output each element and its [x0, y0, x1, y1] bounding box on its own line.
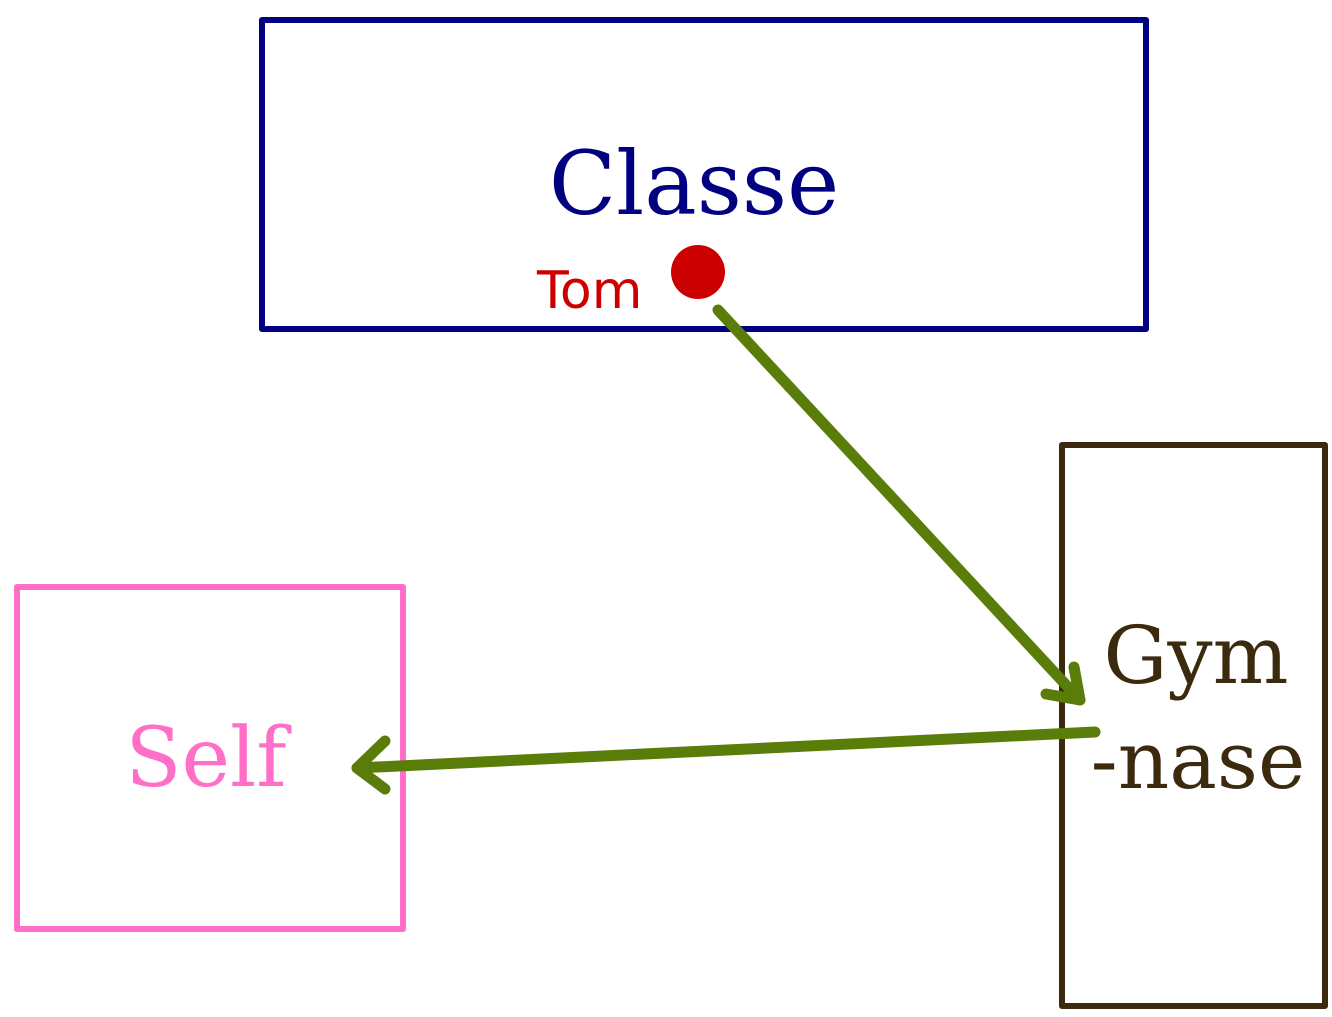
arrow-classe-to-gymnase-head [1040, 661, 1086, 706]
arrow-classe-to-gymnase [712, 304, 1086, 706]
person-tom-marker [671, 245, 725, 299]
room-gymnase-label-line2: -nase [1091, 714, 1306, 807]
room-self-box [14, 584, 406, 932]
path-arrows [351, 304, 1101, 795]
arrow-gymnase-to-self [351, 726, 1101, 774]
room-gymnase-label-line1: Gym [1104, 609, 1289, 702]
room-gymnase-box [1059, 442, 1328, 1009]
room-gymnase: Gym -nase [1059, 442, 1328, 1009]
room-classe-box [259, 17, 1149, 332]
person-tom: Tom [536, 245, 725, 321]
room-classe-label: Classe [549, 132, 839, 235]
room-classe: Classe [259, 17, 1149, 332]
person-tom-label: Tom [536, 261, 642, 321]
room-self-label: Self [125, 711, 292, 806]
arrow-gymnase-to-self-head [351, 735, 391, 795]
room-self: Self [14, 584, 406, 932]
